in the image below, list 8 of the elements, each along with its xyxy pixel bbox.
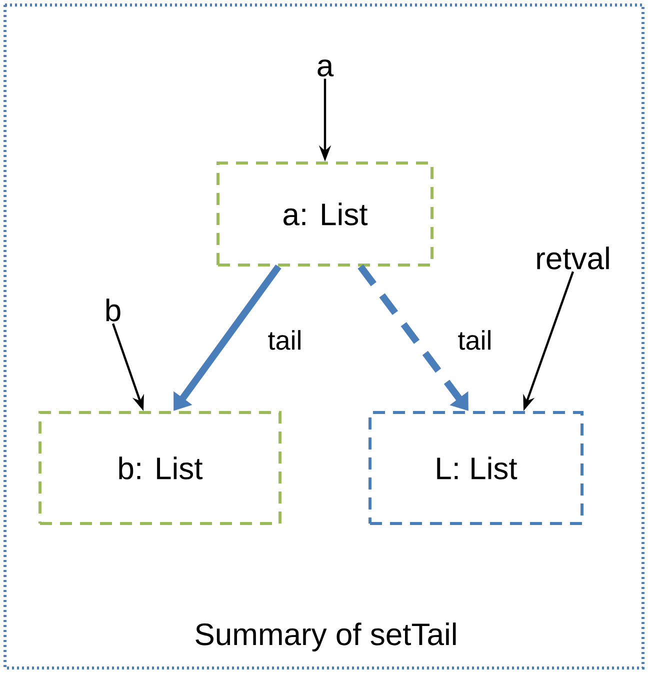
class-box: L: List [368, 411, 584, 525]
class-box: b: List [38, 411, 282, 525]
variable-label: b [106, 298, 120, 322]
class-box: a: List [216, 162, 434, 266]
variable-label: a [318, 60, 334, 76]
edge-label: tail [456, 328, 494, 352]
variable-label: retval [537, 246, 609, 270]
edge-label: tail [266, 328, 304, 352]
